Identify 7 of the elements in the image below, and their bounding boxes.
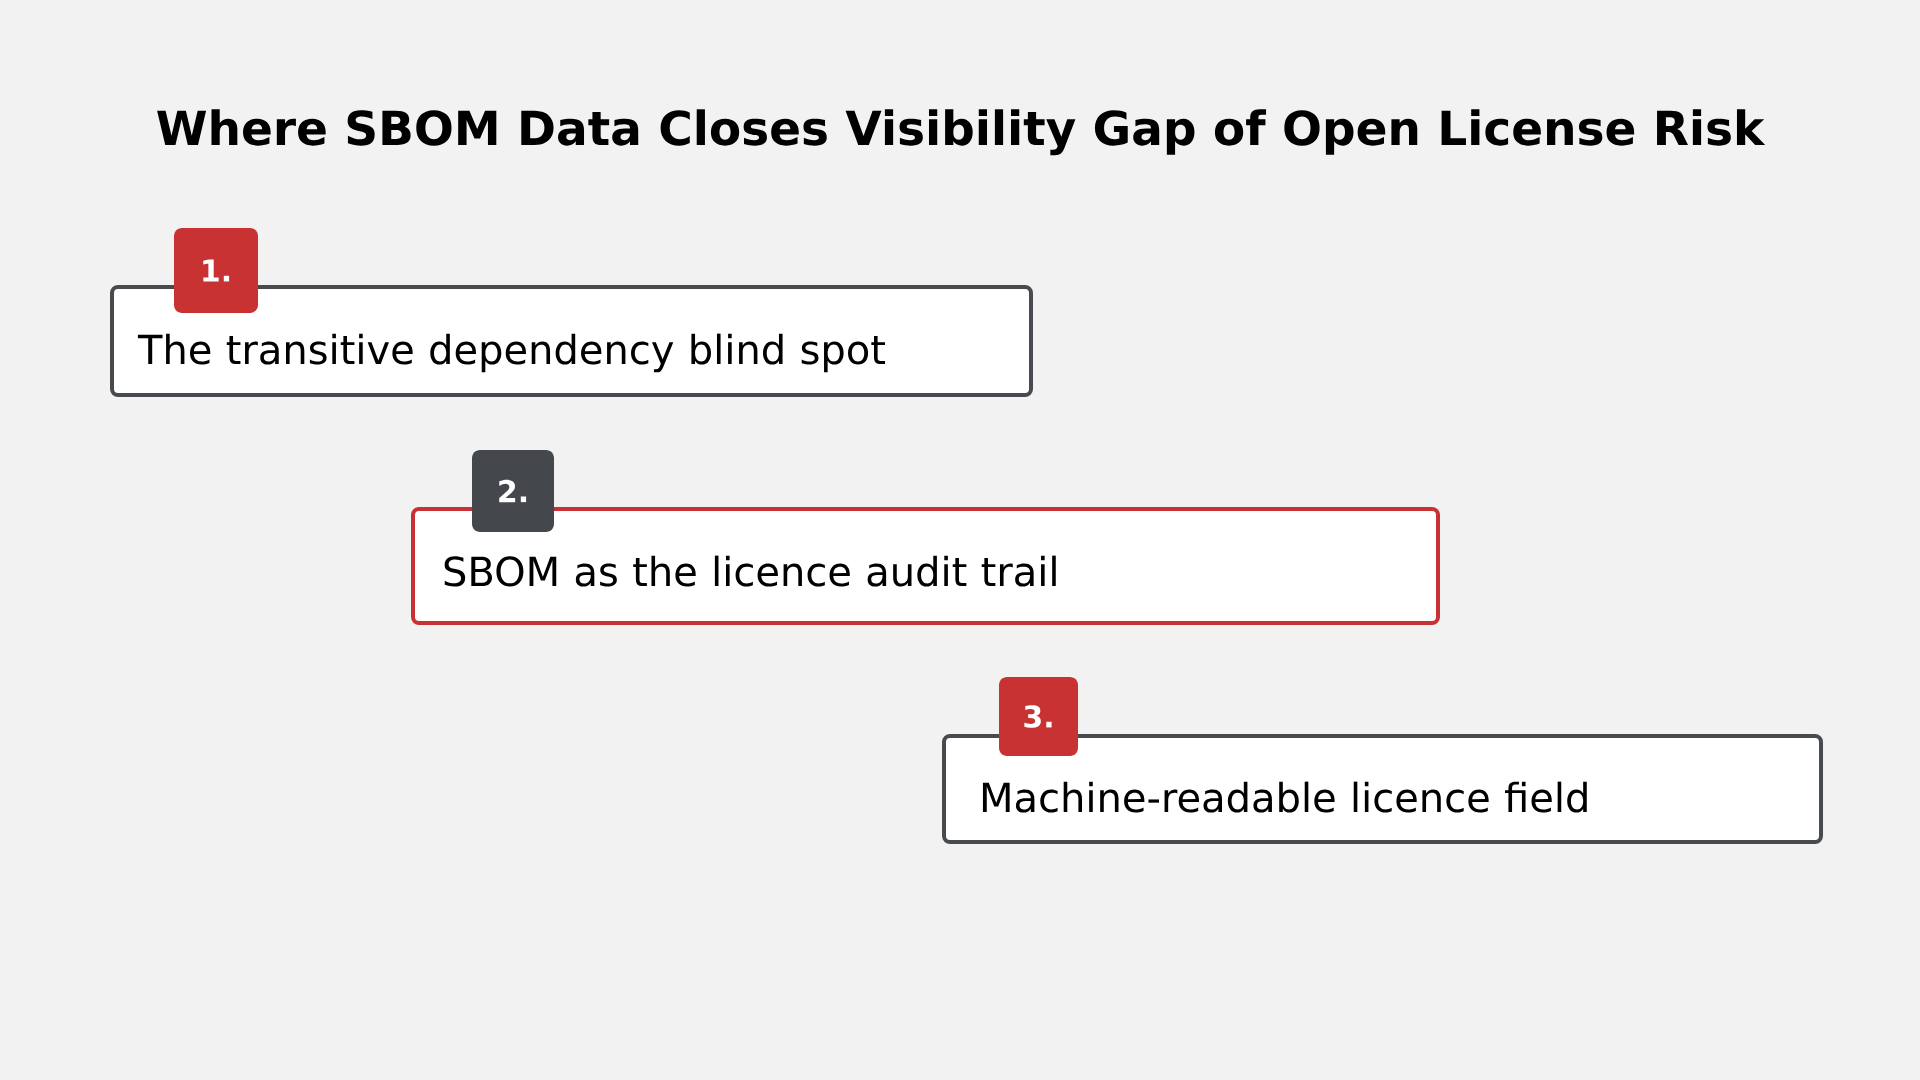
text-box: SBOM as the licence audit trail <box>411 507 1440 625</box>
number-badge: 1. <box>174 228 258 313</box>
number-badge: 2. <box>472 450 554 532</box>
text-box: Machine-readable licence field <box>942 734 1823 844</box>
number-badge: 3. <box>999 677 1078 756</box>
title: Where SBOM Data Closes Visibility Gap of Open License Risk <box>157 109 1766 156</box>
text-box: The transitive dependency blind spot <box>110 285 1033 397</box>
